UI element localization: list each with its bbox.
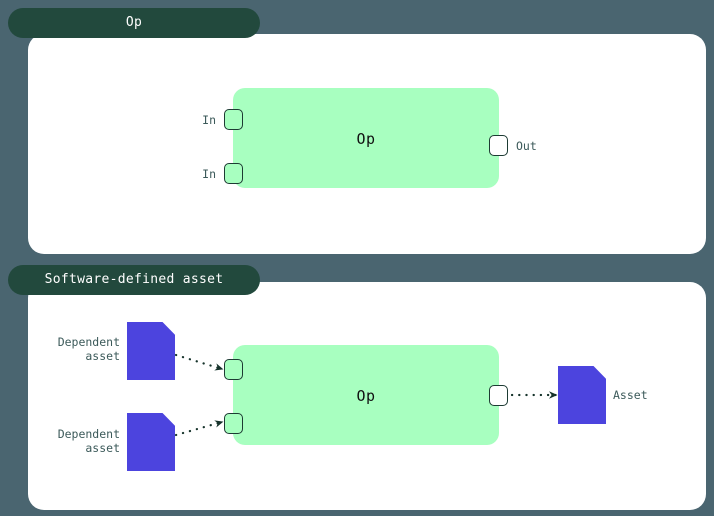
panel-sda-graph: Op Dependent asset Dependent asset Asset [0, 265, 714, 510]
panel-sda-tab[interactable]: Software-defined asset [8, 265, 260, 295]
panel-software-defined-asset: Software-defined asset Op Dependent asse… [0, 265, 714, 510]
op-in-port-1[interactable] [224, 109, 243, 130]
edge-dependent-asset-2 [174, 420, 224, 437]
dependent-asset-2-icon[interactable] [127, 413, 175, 471]
edge-dependent-asset-1 [174, 353, 224, 371]
output-asset-label: Asset [613, 388, 648, 402]
panel-op-graph: Op In In Out [0, 8, 714, 248]
op-in-port-1-label: In [202, 113, 216, 127]
sda-op-in-port-2[interactable] [224, 413, 243, 434]
dependent-asset-2-label: Dependent asset [57, 427, 120, 455]
sda-op-node-body[interactable] [233, 345, 499, 445]
panel-op-tab[interactable]: Op [8, 8, 260, 38]
op-in-port-2-label: In [202, 167, 216, 181]
sda-op-out-port-1[interactable] [489, 385, 508, 406]
sda-op-in-port-1[interactable] [224, 359, 243, 380]
sda-op-node-label: Op [356, 387, 376, 405]
op-out-port-1-label: Out [516, 139, 537, 153]
output-asset-icon[interactable] [558, 366, 606, 424]
dependent-asset-1-icon[interactable] [127, 322, 175, 380]
op-node-label: Op [356, 130, 376, 148]
op-in-port-2[interactable] [224, 163, 243, 184]
op-out-port-1[interactable] [489, 135, 508, 156]
panel-op: Op Op In In Out [0, 8, 714, 254]
dependent-asset-1-label: Dependent asset [57, 335, 120, 363]
op-node-body[interactable] [233, 88, 499, 188]
